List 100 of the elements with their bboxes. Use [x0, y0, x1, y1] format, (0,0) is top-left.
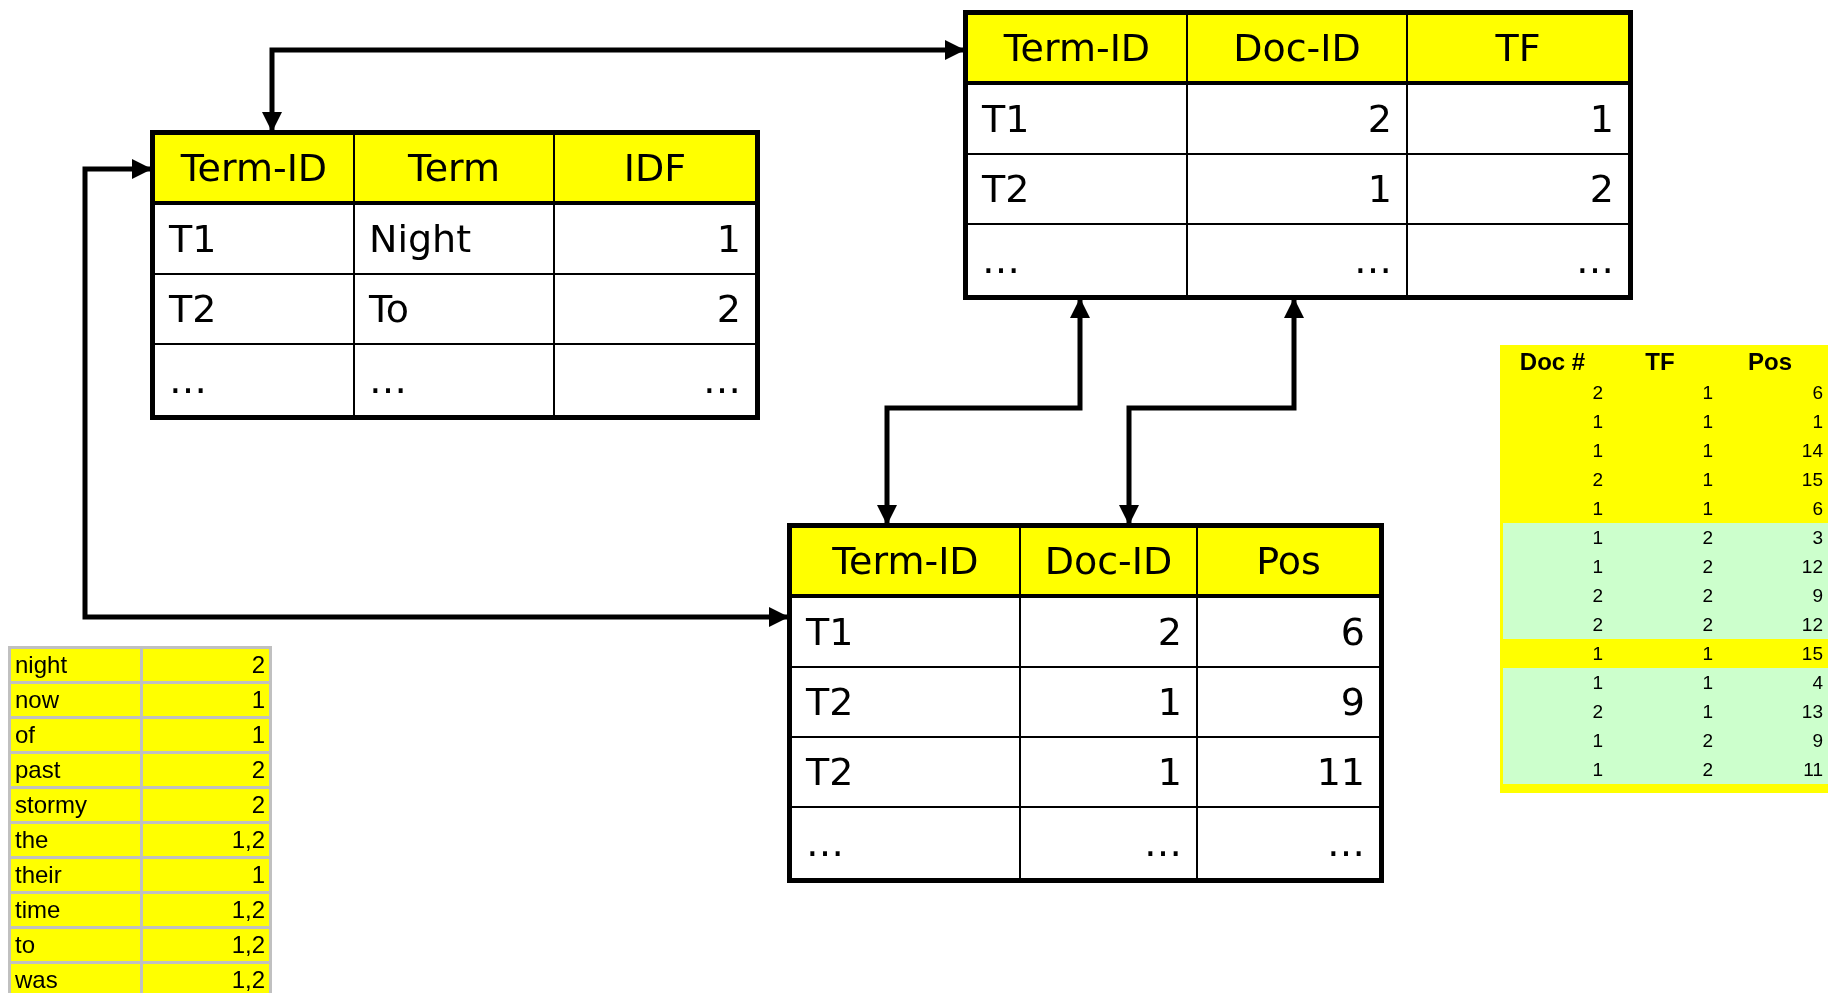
table-cell-text: T2: [806, 750, 854, 794]
table-cell-text: 1: [1592, 526, 1603, 549]
table-cell-text: 1,2: [231, 826, 265, 854]
table-cell-text: 1: [1702, 439, 1713, 462]
table-cell-text: …: [169, 358, 207, 402]
table-cell-text: 6: [1812, 381, 1823, 404]
table-cell-text: 2: [1592, 584, 1603, 607]
table-cell-text: 1: [1367, 167, 1392, 211]
table-cell-text: 6: [1812, 497, 1823, 520]
column-header: Pos: [1256, 539, 1321, 583]
table-cell-text: 2: [1589, 167, 1614, 211]
table-cell-text: 1: [1812, 410, 1823, 433]
table-cell-text: 15: [1801, 642, 1823, 665]
table-cell-text: 12: [1801, 555, 1823, 578]
table-cell-text: 13: [1801, 700, 1823, 723]
table-cell-text: 1: [1592, 642, 1603, 665]
table-cell-text: 1: [251, 861, 265, 889]
table-cell-text: their: [15, 861, 62, 889]
table-cell-text: 2: [1702, 584, 1713, 607]
table-cell-text: 2: [1702, 526, 1713, 549]
table-cell-text: 14: [1801, 439, 1823, 462]
table-cell-text: 12: [1801, 613, 1823, 636]
column-header: Doc-ID: [1233, 26, 1361, 70]
table-cell-text: 3: [1812, 526, 1823, 549]
table-cell-text: T1: [806, 610, 854, 654]
table-cell-text: …: [1327, 821, 1365, 865]
table-cell-text: 1: [1157, 680, 1182, 724]
arrow: [1119, 298, 1304, 525]
table-cell-text: T1: [982, 97, 1030, 141]
table-cell-text: 2: [1592, 613, 1603, 636]
column-header: Term-ID: [1003, 26, 1151, 70]
table-cell-text: 2: [1157, 610, 1182, 654]
table-cell-text: 9: [1340, 680, 1365, 724]
table-cell-text: 1: [1702, 410, 1713, 433]
table-cell-text: …: [982, 238, 1020, 282]
table-cell-text: 1: [251, 721, 265, 749]
column-header: TF: [1645, 347, 1675, 376]
table-cell-text: …: [1144, 821, 1182, 865]
table-cell-text: 1,2: [231, 966, 265, 993]
table-cell-text: 1,2: [231, 896, 265, 924]
column-header: Pos: [1748, 347, 1792, 376]
data-table: [963, 10, 1633, 300]
table-cell-text: the: [15, 826, 49, 854]
table-cell-text: …: [1576, 238, 1614, 282]
table-cell-text: Night: [369, 217, 472, 261]
column-header: Term-ID: [180, 146, 328, 190]
table-cell-text: 1: [1589, 97, 1614, 141]
table-cell-text: time: [15, 896, 61, 924]
table-cell-text: 1: [1592, 671, 1603, 694]
table-cell-text: 2: [1592, 468, 1603, 491]
table-cell-text: now: [15, 686, 60, 714]
table-cell-text: …: [369, 358, 407, 402]
column-header: Term-ID: [832, 539, 979, 583]
table-cell-text: 1: [1592, 555, 1603, 578]
table-cell-text: …: [806, 821, 844, 865]
table-cell-text: 9: [1812, 729, 1823, 752]
table-cell-text: 2: [1592, 381, 1603, 404]
column-header: Doc #: [1519, 347, 1586, 376]
table-cell-text: 11: [1316, 750, 1365, 794]
table-cell-text: 1: [251, 686, 265, 714]
table-cell-text: 6: [1340, 610, 1365, 654]
table-cell-text: 11: [1803, 758, 1823, 781]
table-cell-text: 2: [1702, 613, 1713, 636]
table-cell-text: 2: [1702, 758, 1713, 781]
table-cell-text: T2: [806, 680, 854, 724]
arrow: [262, 40, 965, 132]
arrow: [877, 298, 1090, 525]
table-cell-text: 2: [251, 756, 265, 784]
table-cell-text: …: [1354, 238, 1392, 282]
table-cell-text: 1: [1592, 729, 1603, 752]
table-cell-text: 2: [1702, 729, 1713, 752]
table-cell-text: 2: [251, 791, 265, 819]
column-header: Term: [407, 146, 501, 190]
table-cell-text: 9: [1812, 584, 1823, 607]
table-cell-text: 1: [1702, 642, 1713, 665]
table-cell-text: 1: [1702, 700, 1713, 723]
table-cell-text: 1: [716, 217, 741, 261]
table-cell-text: 1: [1157, 750, 1182, 794]
table-cell-text: 1,2: [231, 931, 265, 959]
table-cell-text: 1: [1592, 497, 1603, 520]
table-cell-text: 15: [1801, 468, 1823, 491]
table-cell-text: …: [703, 358, 741, 402]
table-cell-text: 1: [1702, 381, 1713, 404]
column-header: Doc-ID: [1044, 539, 1173, 583]
table-cell-text: 1: [1702, 671, 1713, 694]
arrow: [82, 159, 789, 627]
table-cell-text: stormy: [15, 791, 87, 819]
table-cell-text: 2: [1702, 555, 1713, 578]
data-table: [150, 130, 760, 420]
data-table: [787, 523, 1384, 883]
table-cell-text: T2: [169, 287, 217, 331]
table-cell-text: 2: [716, 287, 741, 331]
table-cell-text: was: [15, 966, 58, 993]
table-cell-text: T1: [169, 217, 217, 261]
table-cell-text: 1: [1592, 410, 1603, 433]
table-cell-text: 1: [1702, 497, 1713, 520]
column-header: TF: [1495, 26, 1541, 70]
column-header: IDF: [623, 146, 687, 190]
table-cell-text: night: [15, 651, 68, 679]
table-cell-text: 4: [1812, 671, 1823, 694]
